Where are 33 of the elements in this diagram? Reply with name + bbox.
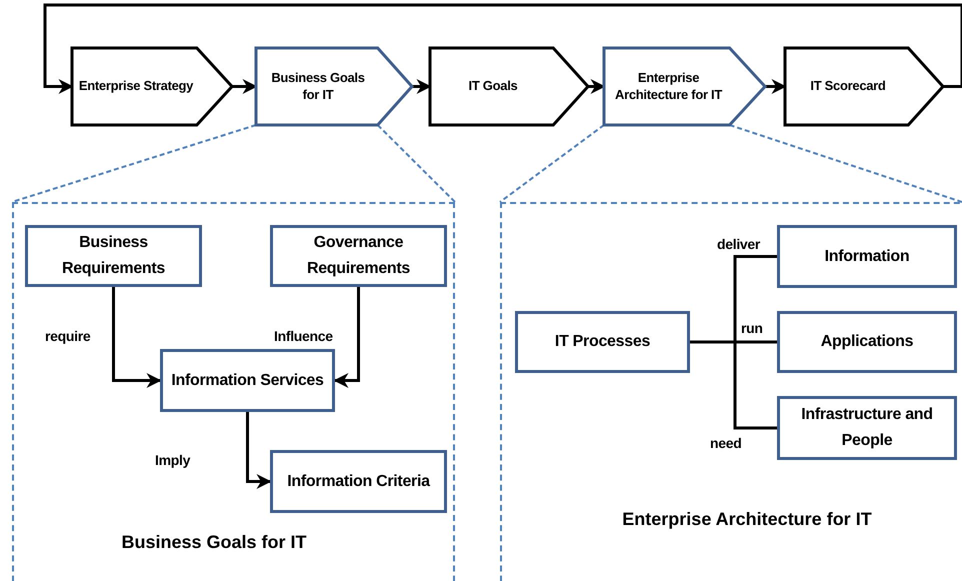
step-pentagon: Enterprise Architecture for IT [604,48,765,125]
connector-arrow [588,79,606,94]
process-box: Information Criteria [270,450,447,513]
edge-label: deliver [717,236,760,252]
step-pentagon: Business Goals for IT [256,48,412,125]
panel-heading: Enterprise Architecture for IT [621,509,873,530]
process-box: Information [777,225,957,288]
process-box: Business Requirements [25,225,202,287]
zoom-line [12,124,256,203]
connector-arrow [334,287,360,388]
step-pentagon: IT Scorecard [785,48,943,125]
edge-label: Imply [155,452,190,468]
step-pentagon: IT Goals [430,48,588,125]
connector-arrow [112,287,162,388]
process-box: Information Services [160,349,335,412]
zoom-line [499,124,605,203]
connector-arrow [232,79,258,94]
process-box: Governance Requirements [270,225,447,287]
zoom-line [376,124,456,203]
connector-arrow [246,412,272,489]
edge-label: require [45,328,90,344]
process-box: IT Processes [515,311,690,373]
edge-label: run [741,320,763,336]
edge-label: need [710,435,742,451]
zoom-panel [500,202,962,581]
zoom-panel [12,202,455,581]
process-box: Infrastructure and People [777,396,957,460]
edge-label: Influence [274,328,333,344]
connector-arrow [44,4,962,94]
zoom-line [729,124,962,203]
step-pentagon: Enterprise Strategy [72,48,232,125]
panel-heading: Business Goals for IT [120,532,308,553]
process-box: Applications [777,311,957,373]
